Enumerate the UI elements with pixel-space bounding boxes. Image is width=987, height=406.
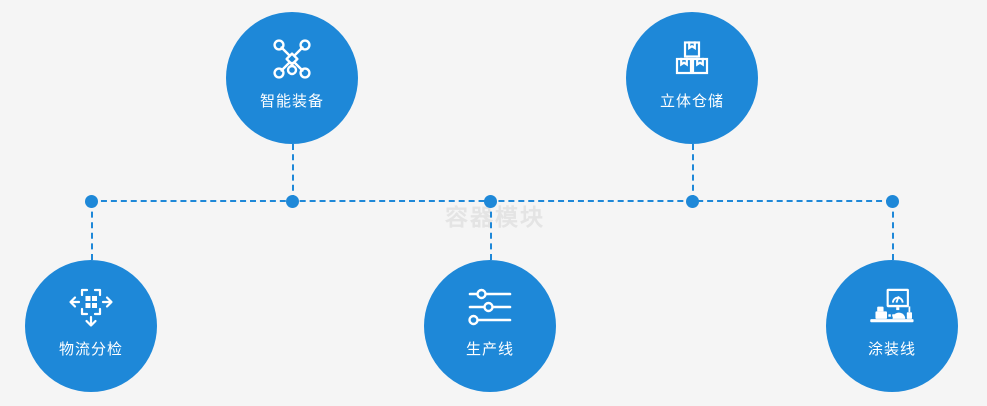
network-nodes-icon [267,35,317,83]
branch-connector-production-line [490,201,492,260]
node-label: 智能装备 [259,93,324,110]
junction-dot-stereoscopic-warehousing[interactable] [685,194,699,208]
node-production-line[interactable]: 生产线 [424,260,556,392]
branch-connector-logistics-sorting [91,201,93,260]
sorting-arrows-icon [66,283,116,331]
junction-dot-production-line[interactable] [483,194,497,208]
junction-dot-logistics-sorting[interactable] [84,194,98,208]
sliders-icon [465,283,515,331]
node-label: 生产线 [465,341,514,358]
node-label: 涂装线 [867,341,916,358]
watermark-text: 容器模块 [445,204,545,230]
junction-dot-intelligent-equipment[interactable] [285,194,299,208]
branch-connector-stereoscopic-warehousing [692,144,694,201]
node-painting-line[interactable]: 涂装线 [826,260,958,392]
node-intelligent-equipment[interactable]: 智能装备 [226,12,358,144]
stacked-boxes-icon [667,35,717,83]
branch-connector-painting-line [892,201,894,260]
node-label: 物流分检 [58,341,123,358]
node-stereoscopic-warehousing[interactable]: 立体仓储 [626,12,758,144]
junction-dot-painting-line[interactable] [885,194,899,208]
factory-machine-icon [867,283,917,331]
node-logistics-sorting[interactable]: 物流分检 [25,260,157,392]
branch-connector-intelligent-equipment [292,144,294,201]
node-label: 立体仓储 [659,93,724,110]
